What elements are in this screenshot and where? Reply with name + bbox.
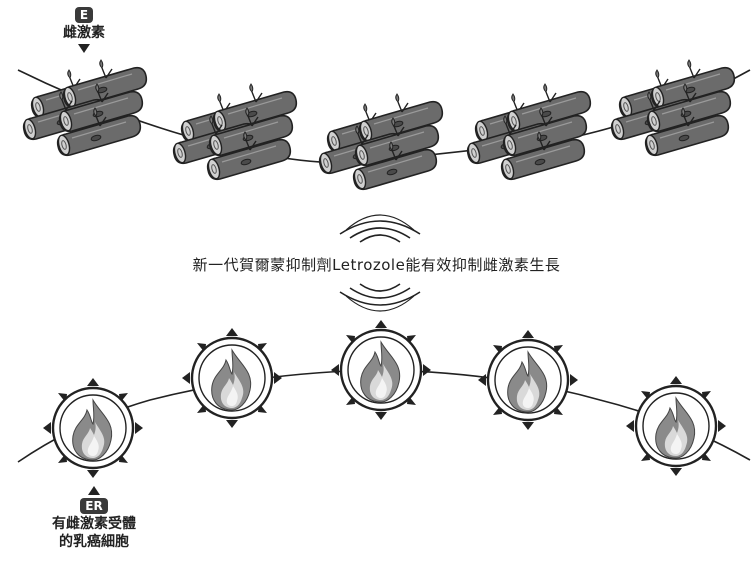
receptor-text-line1: 有雌激素受體 (34, 515, 154, 533)
estrogen-badge: E (75, 7, 93, 23)
firewood-bundle-icon (22, 60, 146, 156)
receptor-badge: ER (80, 498, 107, 514)
firewood-bundle-icon (466, 84, 590, 180)
flame-cell-icon (478, 330, 578, 430)
down-arrow-icon (78, 44, 90, 53)
flame-cell-icon (182, 328, 282, 428)
estrogen-text: 雌激素 (48, 24, 120, 42)
flame-cell-icon (331, 320, 431, 420)
caption: 新一代賀爾蒙抑制劑Letrozole能有效抑制雌激素生長 (0, 254, 753, 275)
firewood-bundle-icon (610, 60, 734, 156)
sound-wave-icon (340, 284, 420, 311)
receptor-text-line2: 的乳癌細胞 (34, 533, 154, 551)
firewood-bundle-icon (318, 94, 442, 190)
flame-cell-icon (626, 376, 726, 476)
receptor-cell-label: ER 有雌激素受體 的乳癌細胞 (34, 486, 154, 551)
estrogen-label: E 雌激素 (48, 6, 120, 53)
flame-cell-icon (43, 378, 143, 478)
sound-wave-icon (340, 215, 420, 242)
firewood-bundle-icon (172, 84, 296, 180)
up-arrow-icon (88, 486, 100, 495)
